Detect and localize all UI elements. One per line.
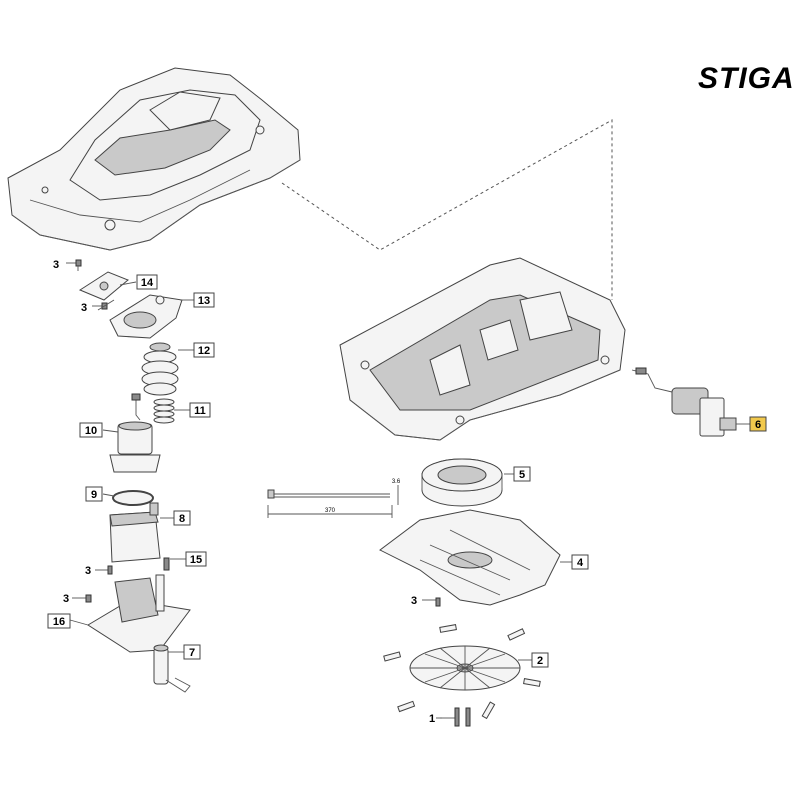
pin-part-15 [163, 557, 170, 571]
screws-part-1 [440, 707, 471, 727]
screw-3e [422, 597, 441, 607]
spring-part-11 [153, 398, 175, 424]
callout-box-11 [189, 402, 211, 418]
callout-box-9 [85, 486, 103, 502]
callout-10: 10 [85, 425, 97, 437]
callout-box-10 [79, 422, 103, 438]
callout-14: 14 [141, 277, 154, 289]
callout-7: 7 [189, 647, 195, 659]
callout-box-15 [185, 551, 207, 567]
callout-box-5 [513, 466, 531, 482]
screw-3d [72, 594, 92, 603]
callout-box-16 [47, 613, 71, 629]
callout-box-4 [571, 554, 589, 570]
bracket-part-14 [78, 271, 129, 301]
callout-3a: 3 [53, 259, 59, 271]
callout-4: 4 [577, 557, 584, 569]
callout-3c: 3 [85, 565, 91, 577]
motor-part-6 [631, 367, 750, 437]
ring-part-5 [421, 458, 503, 507]
motor-part-10 [109, 393, 161, 473]
oring-part-9 [112, 490, 154, 506]
callout-8: 8 [179, 513, 185, 525]
cable-tie [267, 485, 399, 518]
chassis [339, 257, 626, 441]
callout-box-14 [136, 274, 158, 290]
callout-5: 5 [519, 469, 525, 481]
callout-12: 12 [198, 345, 210, 357]
dimension-width: 3.6 [392, 479, 401, 485]
callout-9: 9 [91, 489, 97, 501]
callout-13: 13 [198, 295, 210, 307]
screw-3a [66, 259, 82, 271]
callout-box-7 [183, 644, 201, 660]
callout-2: 2 [537, 655, 543, 667]
callout-box-12 [193, 342, 215, 358]
callout-11: 11 [194, 405, 206, 417]
blade-disc-part-2 [383, 624, 541, 720]
callout-15: 15 [190, 554, 202, 566]
assembly-dashed-line [281, 119, 613, 300]
base-part-16 [69, 574, 191, 653]
callout-leaders [97, 281, 572, 719]
dimension-length: 370 [325, 508, 336, 514]
screw-3c [95, 565, 113, 575]
callout-3d: 3 [63, 593, 69, 605]
callout-6: 6 [755, 419, 761, 431]
callout-3b: 3 [81, 302, 87, 314]
shaft-part-7 [153, 644, 191, 693]
callout-box-6 [749, 416, 767, 432]
callout-3e: 3 [411, 595, 417, 607]
callout-16: 16 [53, 616, 65, 628]
callout-1: 1 [429, 713, 435, 725]
housing-part-8 [109, 502, 161, 563]
stiga-logo: STIGA [698, 62, 795, 95]
callout-box-2 [531, 652, 549, 668]
callout-box-13 [193, 292, 215, 308]
cover-part-4 [379, 509, 561, 606]
plate-part-13 [109, 294, 183, 339]
bellows-part-12 [141, 342, 179, 396]
callout-box-8 [173, 510, 191, 526]
top-cover [7, 67, 301, 251]
